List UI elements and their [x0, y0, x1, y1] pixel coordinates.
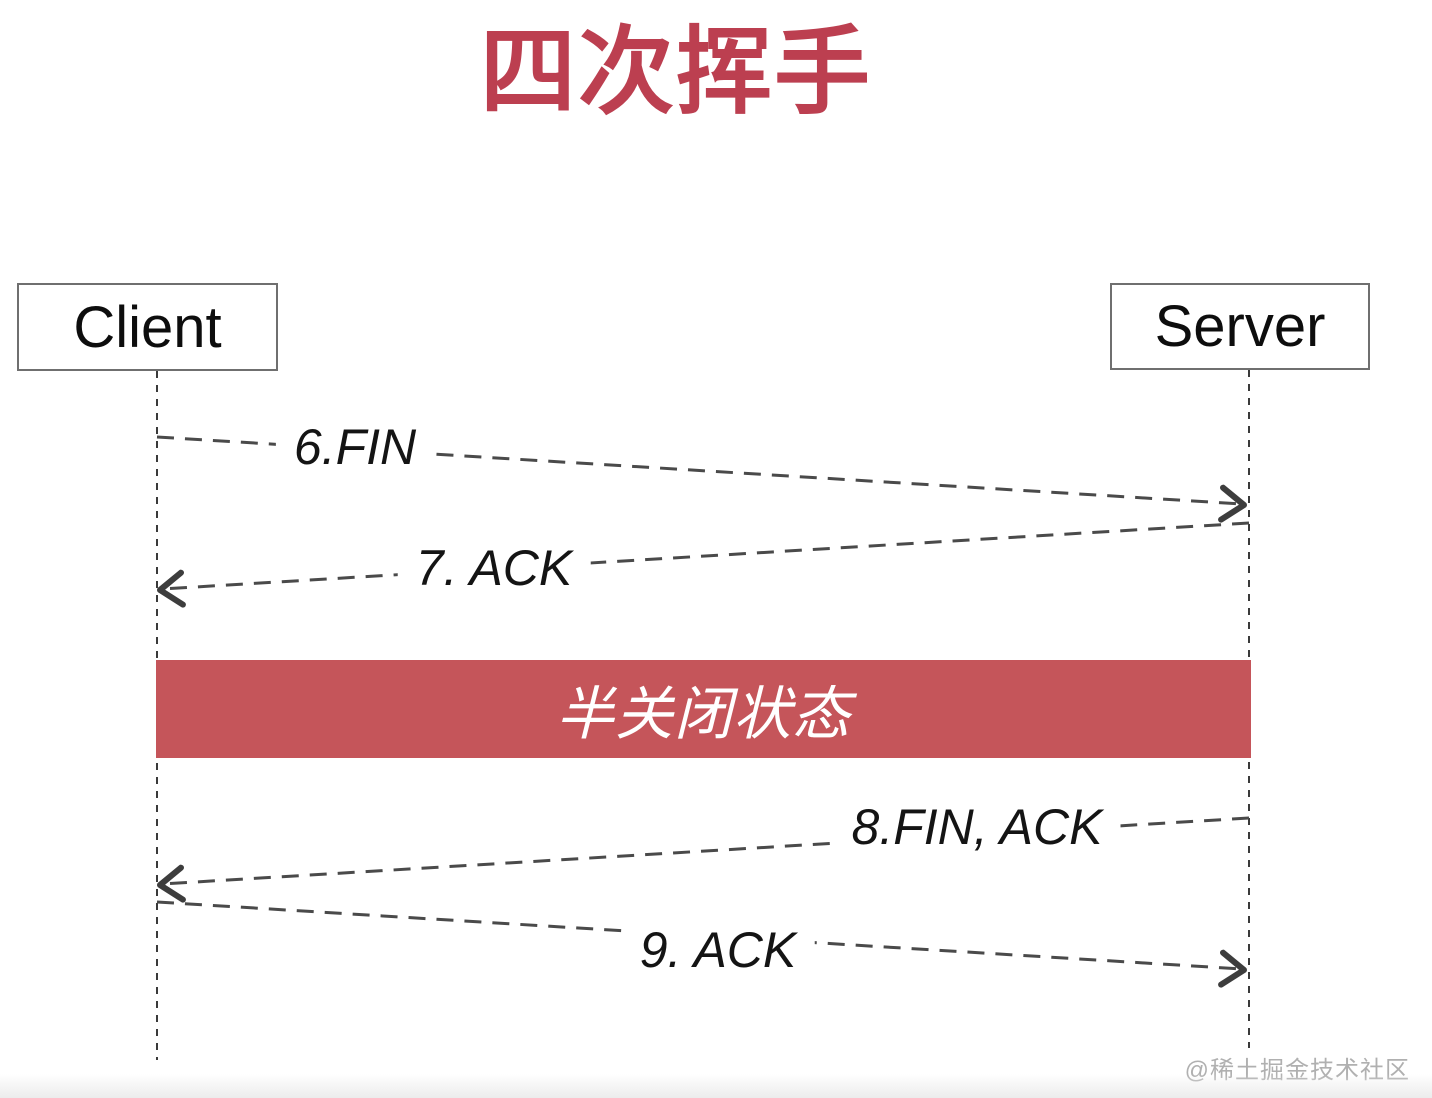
client-actor-label: Client	[73, 294, 222, 360]
server-actor-box: Server	[1110, 283, 1370, 370]
message-label-9-ack: 9. ACK	[621, 919, 815, 981]
message-label-6-fin: 6.FIN	[275, 416, 435, 478]
arrowhead-6-fin-icon	[1218, 484, 1247, 523]
half-closed-state-banner: 半关闭状态	[156, 660, 1251, 758]
arrowhead-7-ack-icon	[157, 569, 186, 608]
message-label-8-fin-ack: 8.FIN, ACK	[833, 796, 1121, 858]
message-label-7-ack: 7. ACK	[397, 537, 591, 599]
client-actor-box: Client	[17, 283, 278, 371]
message-line-7-ack	[161, 521, 1250, 591]
bottom-fade-divider	[0, 1074, 1432, 1098]
server-actor-label: Server	[1154, 294, 1326, 359]
page-title: 四次挥手	[480, 19, 872, 126]
arrowhead-9-ack-icon	[1218, 949, 1247, 988]
arrowhead-8-fin-ack-icon	[157, 864, 186, 903]
half-closed-state-label: 半关闭状态	[555, 682, 851, 747]
